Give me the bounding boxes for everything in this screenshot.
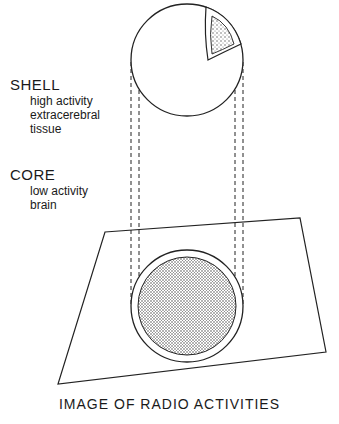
part-name: CORE xyxy=(10,166,110,183)
part-description: high activity extracerebral tissue xyxy=(30,95,122,136)
figure-caption: IMAGE OF RADIO ACTIVITIES xyxy=(0,396,339,412)
core-cutaway xyxy=(211,16,235,54)
part-description: low activity brain xyxy=(30,185,112,213)
image-shell-ring xyxy=(131,250,243,362)
image-core-disc xyxy=(138,257,236,355)
part-name: SHELL xyxy=(10,76,110,93)
shell-cutaway xyxy=(205,7,241,60)
head-sphere xyxy=(131,4,243,116)
image-plane xyxy=(58,218,326,384)
